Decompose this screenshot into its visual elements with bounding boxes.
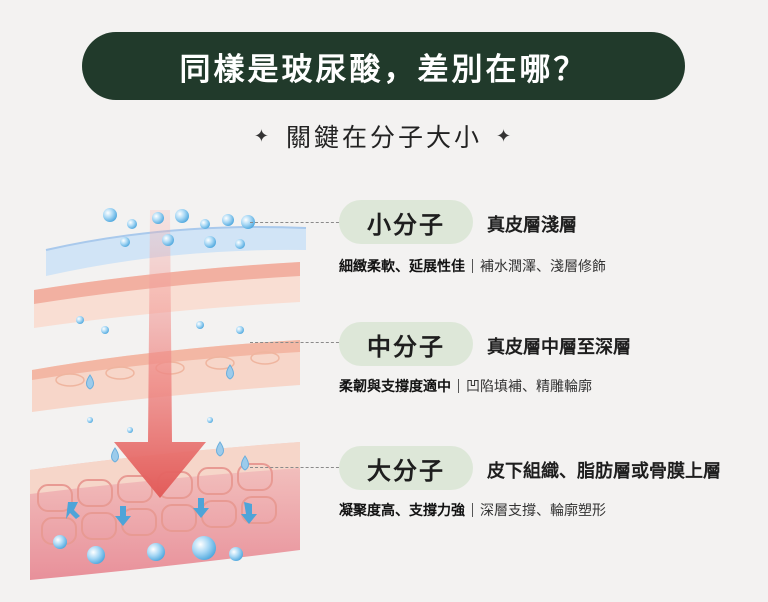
leader-line-medium <box>250 342 344 343</box>
tier-desc-small: 細緻柔軟、延展性佳補水潤澤、淺層修飾 <box>339 256 606 276</box>
tier-layer-medium: 真皮層中層至深層 <box>487 337 631 358</box>
penetration-arrow-icon <box>114 210 206 498</box>
tier-desc-large: 凝聚度高、支撐力強深層支撐、輪廓塑形 <box>339 500 606 520</box>
tier-desc-medium: 柔韌與支撐度適中凹陷填補、精雕輪廓 <box>339 376 592 396</box>
divider <box>472 259 473 273</box>
tier-effect: 補水潤澤、淺層修飾 <box>480 259 606 275</box>
leader-line-small <box>250 222 344 223</box>
tier-feature: 細緻柔軟、延展性佳 <box>339 259 465 275</box>
diffusion-arrows <box>66 498 257 526</box>
divider <box>458 379 459 393</box>
divider <box>472 503 473 517</box>
tier-pill-large: 大分子 <box>339 446 473 490</box>
page-title: 同樣是玻尿酸，差別在哪？ <box>82 32 685 100</box>
tier-layer-large: 皮下組織、脂肪層或骨膜上層 <box>487 461 721 482</box>
page-title-text: 同樣是玻尿酸，差別在哪？ <box>179 51 588 88</box>
hyaluronic-molecules <box>53 208 255 564</box>
tier-pill-small: 小分子 <box>339 200 473 244</box>
tier-label: 大分子 <box>367 455 445 485</box>
skin-layers-illustration <box>30 208 307 580</box>
sparkle-right-icon: ✦ <box>496 125 515 147</box>
tier-label: 小分子 <box>367 209 445 239</box>
tier-effect: 凹陷填補、精雕輪廓 <box>466 379 592 395</box>
tier-effect: 深層支撐、輪廓塑形 <box>480 503 606 519</box>
tier-feature: 柔韌與支撐度適中 <box>339 379 451 395</box>
tier-layer-small: 真皮層淺層 <box>487 215 577 236</box>
sparkle-left-icon: ✦ <box>253 125 272 147</box>
subtitle-text: 關鍵在分子大小 <box>285 123 482 152</box>
subtitle: ✦ 關鍵在分子大小 ✦ <box>0 116 768 156</box>
tier-label: 中分子 <box>367 331 445 361</box>
tier-pill-medium: 中分子 <box>339 322 473 366</box>
leader-line-large <box>250 467 344 468</box>
tier-feature: 凝聚度高、支撐力強 <box>339 503 465 519</box>
droplets <box>86 364 249 471</box>
